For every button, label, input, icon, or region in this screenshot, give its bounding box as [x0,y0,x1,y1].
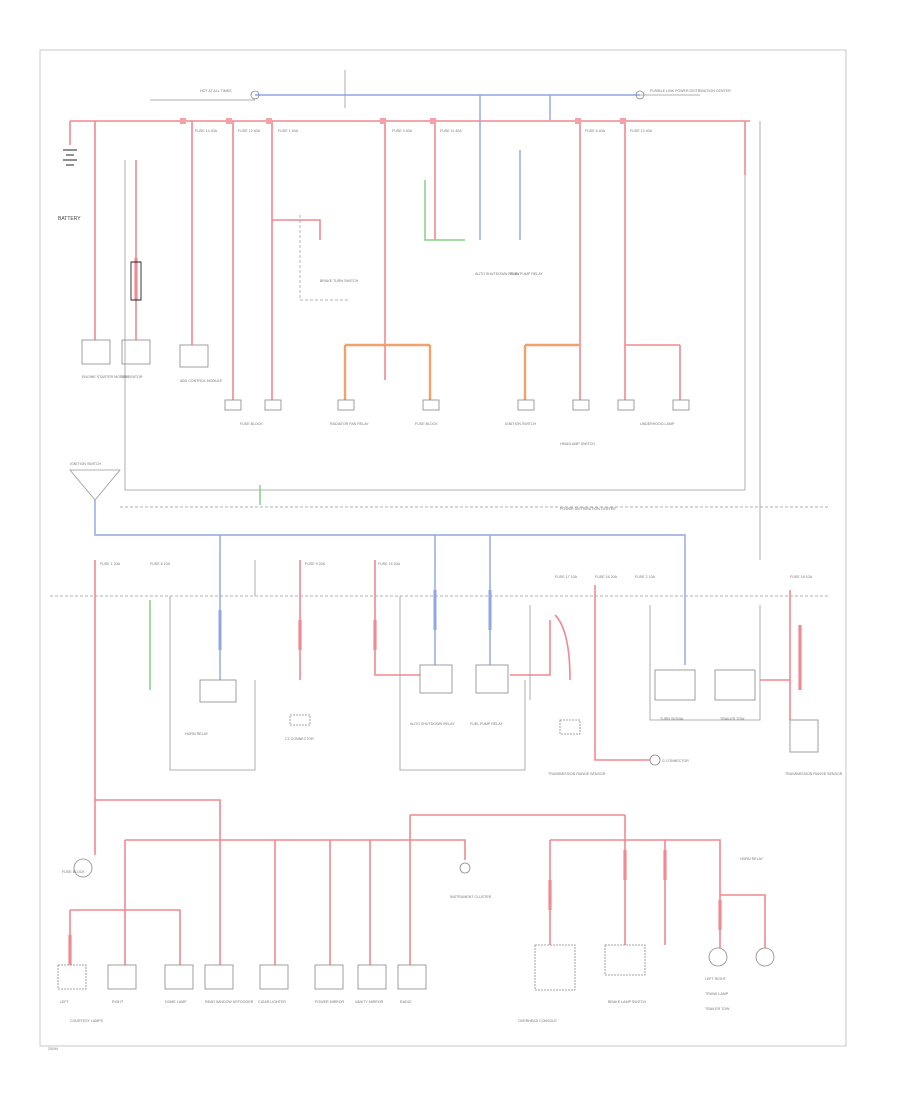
svg-text:TRAILER TOW: TRAILER TOW [720,717,745,721]
svg-text:C1 CONNECTOR: C1 CONNECTOR [285,737,314,741]
page-number: 2/0/94 [48,1047,58,1051]
svg-text:BRAKE LAMP SWITCH: BRAKE LAMP SWITCH [608,1000,646,1004]
svg-text:FUEL PUMP RELAY: FUEL PUMP RELAY [470,722,503,726]
courtesy-lamp-bulb [73,858,93,878]
middle-red-wires [94,560,802,800]
svg-text:FUSE 17 10A: FUSE 17 10A [555,575,578,579]
svg-text:G CONNECTOR: G CONNECTOR [662,759,689,763]
top-feeder-wires [191,121,761,560]
svg-text:FUSE 13 40A: FUSE 13 40A [630,129,653,133]
svg-text:OVERHEAD CONSOLE: OVERHEAD CONSOLE [518,1019,557,1023]
svg-text:ABS CONTROL MODULE: ABS CONTROL MODULE [180,379,223,383]
middle-component-boxes [169,560,819,771]
diagram-frame [39,49,847,1047]
svg-text:FUSE 5 40A: FUSE 5 40A [585,129,606,133]
middle-fuse-labels: FUSE 1 20A FUSE 8 10A FUSE 9 20A FUSE 15… [100,562,813,579]
svg-text:FUSE 9 20A: FUSE 9 20A [305,562,326,566]
svg-text:POWER MIRROR: POWER MIRROR [315,1000,345,1004]
bottom-red-wires [68,799,766,970]
svg-text:FUSE 3 40A: FUSE 3 40A [392,129,413,133]
svg-text:AUTO SHUTDOWN RELAY: AUTO SHUTDOWN RELAY [475,272,520,276]
svg-text:FUSE BLOCK: FUSE BLOCK [415,422,438,426]
svg-text:INSTRUMENT CLUSTER: INSTRUMENT CLUSTER [450,895,492,899]
svg-text:BRAKE TURN SWITCH: BRAKE TURN SWITCH [320,279,359,283]
svg-text:VANITY MIRROR: VANITY MIRROR [355,1000,384,1004]
svg-text:GENERATOR: GENERATOR [120,375,143,379]
top-left-note: HOT AT ALL TIMES [200,89,232,93]
top-right-note: FUSIBLE LINK POWER DISTRIBUTION CENTER [650,89,731,93]
top-component-labels: ENGINE STARTER MOTOR GENERATOR ABS CONTR… [82,272,675,446]
svg-text:FUSE 8 10A: FUSE 8 10A [150,562,171,566]
top-fuse-labels: FUSE 14 40A FUSE 12 40A FUSE 1 40A FUSE … [195,129,653,133]
svg-text:COURTESY LAMPS: COURTESY LAMPS [70,1019,104,1023]
svg-text:FUSE 16 20A: FUSE 16 20A [595,575,618,579]
svg-text:RIGHT: RIGHT [112,1000,124,1004]
svg-text:RADIO: RADIO [400,1000,412,1004]
svg-text:DOME LAMP: DOME LAMP [165,1000,187,1004]
middle-component-labels: HORN RELAY C1 CONNECTOR AUTO SHUTDOWN RE… [185,717,843,776]
svg-text:HORN RELAY: HORN RELAY [185,732,209,736]
svg-text:TURN SIGNAL: TURN SIGNAL [660,717,684,721]
svg-text:HEADLAMP SWITCH: HEADLAMP SWITCH [560,442,595,446]
top-component-boxes [81,339,690,411]
svg-text:HORN RELAY: HORN RELAY [740,857,764,861]
svg-text:LEFT: LEFT [60,1000,70,1004]
svg-text:FUSE BLOCK: FUSE BLOCK [240,422,263,426]
horn-right-symbol [755,947,775,967]
battery-symbol: BATTERY [58,149,81,222]
svg-text:FUSE 12 40A: FUSE 12 40A [238,129,261,133]
ignition-switch-2-label: IGNITION SWITCH [70,462,102,466]
svg-text:TRANSMISSION RANGE SENSOR: TRANSMISSION RANGE SENSOR [548,772,606,776]
svg-text:RADIATOR FAN RELAY: RADIATOR FAN RELAY [330,422,369,426]
horn-left-symbol [708,947,728,967]
svg-text:TRAILER TOW: TRAILER TOW [705,1007,730,1011]
top-fuse-markers [180,118,626,124]
top-region-border [124,160,745,491]
dashed-connector-a [299,215,350,301]
svg-text:FUSE 1 20A: FUSE 1 20A [100,562,121,566]
bottom-component-labels: FUSE BLOCK LEFT RIGHT COURTESY LAMPS DOM… [60,857,764,1023]
svg-text:ENGINE STARTER MOTOR: ENGINE STARTER MOTOR [82,375,128,379]
svg-text:TRANSMISSION RANGE SENSOR: TRANSMISSION RANGE SENSOR [785,772,843,776]
svg-text:UNDERHOOD LAMP: UNDERHOOD LAMP [640,422,675,426]
generator-fusible-link [130,261,142,301]
svg-text:FUSE 1 40A: FUSE 1 40A [278,129,299,133]
svg-text:FUSE 18 10A: FUSE 18 10A [790,575,813,579]
svg-text:LEFT RIGHT: LEFT RIGHT [705,977,727,981]
svg-text:IGNITION SWITCH: IGNITION SWITCH [505,422,537,426]
svg-text:CIGAR LIGHTER: CIGAR LIGHTER [258,1000,286,1004]
bottom-component-boxes [57,862,646,991]
svg-text:AUTO SHUTDOWN RELAY: AUTO SHUTDOWN RELAY [410,722,455,726]
svg-text:FUSE 14 40A: FUSE 14 40A [195,129,218,133]
svg-text:BATTERY: BATTERY [58,216,81,222]
svg-text:FUSE 15 20A: FUSE 15 20A [378,562,401,566]
middle-blue-bus [94,500,686,680]
svg-text:TRUNK LAMP: TRUNK LAMP [705,992,729,996]
svg-text:FUSE 2 10A: FUSE 2 10A [635,575,656,579]
top-blue-bus [150,70,700,240]
top-red-bus [69,120,750,340]
ignition-switch-symbol [69,469,121,501]
pdc-label: POWER DISTRIBUTION CENTER [560,507,616,511]
svg-text:REAR WINDOW DEFOGGER: REAR WINDOW DEFOGGER [205,1000,254,1004]
svg-text:FUSE BLOCK: FUSE BLOCK [62,870,85,874]
svg-text:FUSE 11 40A: FUSE 11 40A [440,129,462,133]
svg-text:FUEL PUMP RELAY: FUEL PUMP RELAY [510,272,543,276]
